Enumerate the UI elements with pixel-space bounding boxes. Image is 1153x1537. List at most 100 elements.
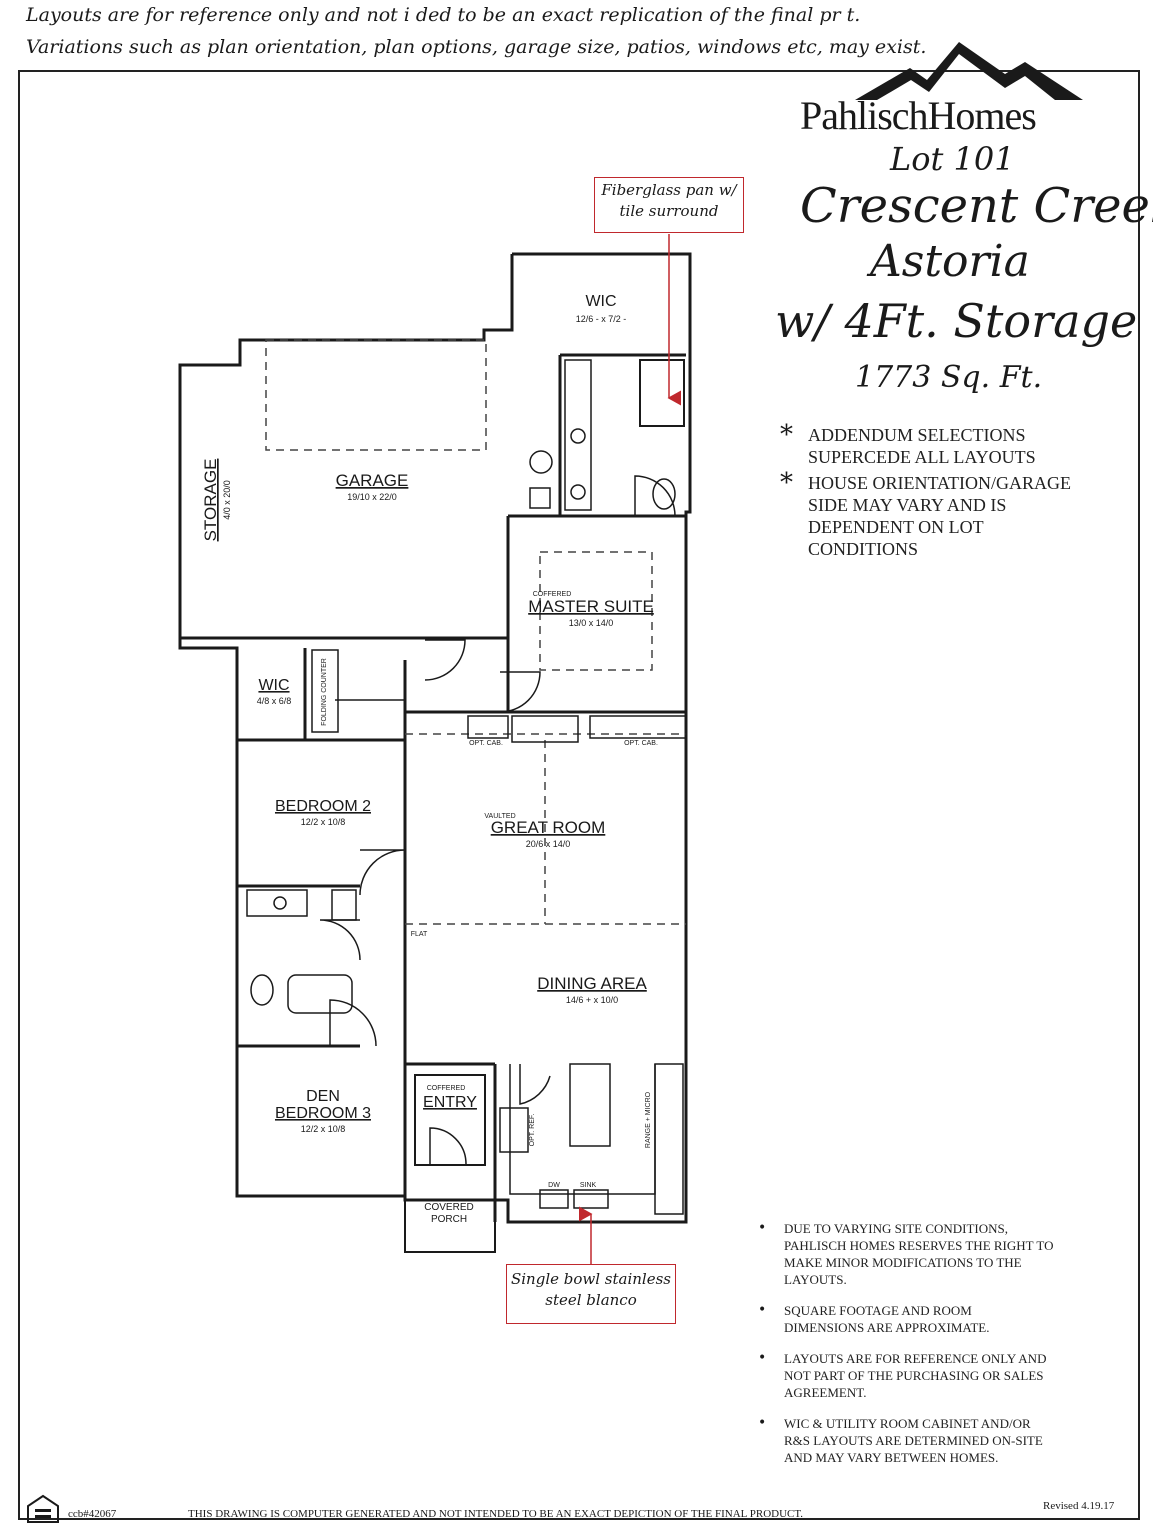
footer-note-line: AND MAY VARY BETWEEN HOMES. [784, 1450, 999, 1465]
footer-note-line: NOT PART OF THE PURCHASING OR SALES [784, 1368, 1044, 1383]
wic-master-dims: 12/6 - x 7/2 - [576, 314, 627, 324]
porch-name-2: PORCH [431, 1214, 467, 1225]
asterisk-icon: * [780, 468, 793, 498]
entry-closet [414, 1074, 486, 1166]
footer-note-line: DUE TO VARYING SITE CONDITIONS, [784, 1221, 1009, 1236]
footer-note-line: LAYOUTS ARE FOR REFERENCE ONLY AND [784, 1351, 1047, 1366]
range-label: RANGE + MICRO [645, 1091, 652, 1148]
opt-cab-right: OPT. CAB. [624, 740, 658, 747]
bullet-icon: • [758, 1302, 767, 1318]
range-counter [654, 1063, 684, 1215]
note-line: DEPENDENT ON LOT [808, 517, 984, 537]
footer-note-line: SQUARE FOOTAGE AND ROOM [784, 1303, 972, 1318]
footer-note-line: R&S LAYOUTS ARE DETERMINED ON-SITE [784, 1433, 1043, 1448]
lot-number: Lot 101 [890, 140, 1015, 178]
bullet-icon: • [758, 1415, 767, 1431]
shower-stall [639, 359, 685, 427]
door-swing [499, 671, 541, 713]
master-ceiling-tag: COFFERED [533, 591, 572, 598]
callout-line: Fiberglass pan w/ [601, 181, 737, 199]
dining-dims: 14/6 + x 10/0 [566, 995, 618, 1005]
sink-label: SINK [580, 1182, 597, 1189]
note-line: HOUSE ORIENTATION/GARAGE [808, 473, 1072, 493]
bullet-icon: • [758, 1220, 767, 1236]
fireplace [511, 715, 579, 743]
disclaimer-line-2: Variations such as plan orientation, pla… [26, 36, 927, 58]
bathtub [287, 974, 353, 1014]
asterisk-icon: * [780, 420, 793, 450]
footer-note: • SQUARE FOOTAGE AND ROOM DIMENSIONS ARE… [758, 1302, 1128, 1336]
note-line: SIDE MAY VARY AND IS [808, 495, 1007, 515]
garage-door-track [265, 339, 487, 451]
entry-ceiling-tag: COFFERED [427, 1085, 466, 1092]
door-swing [424, 639, 466, 681]
footer-note-line: MAKE MINOR MODIFICATIONS TO THE [784, 1255, 1022, 1270]
disclaimer-line-1: Layouts are for reference only and not i… [26, 4, 861, 26]
footer-notes: • DUE TO VARYING SITE CONDITIONS, PAHLIS… [758, 1220, 1128, 1466]
bath-vanity [246, 889, 308, 917]
flat-ceiling-label: FLAT [411, 931, 428, 938]
bedroom3-dims: 12/2 x 10/8 [301, 1124, 346, 1134]
den-name: DEN [306, 1088, 340, 1105]
footer-note-line: AGREEMENT. [784, 1385, 867, 1400]
community-name: Crescent Creek [800, 178, 1153, 234]
door-swing [634, 475, 676, 517]
ccb-number: ccb#42067 [68, 1508, 117, 1520]
wic-small-name: WIC [258, 677, 289, 694]
garage-name: GARAGE [336, 471, 409, 490]
callout-line: tile surround [619, 202, 719, 220]
cabinet [467, 715, 509, 739]
door-swing [429, 1127, 467, 1165]
callout-line: steel blanco [545, 1291, 637, 1309]
sink-callout: Single bowl stainless steel blanco [506, 1264, 676, 1324]
callout-line: Single bowl stainless [510, 1270, 671, 1288]
kitchen-island [569, 1063, 611, 1147]
bedroom2-name: BEDROOM 2 [275, 798, 371, 815]
dining-name: DINING AREA [537, 974, 647, 993]
footer-note: • LAYOUTS ARE FOR REFERENCE ONLY AND NOT… [758, 1350, 1128, 1401]
kitchen-sink [573, 1189, 609, 1209]
storage-dims: 4/0 x 20/0 [222, 480, 232, 520]
porch-name-1: COVERED [424, 1202, 473, 1213]
note-item: * HOUSE ORIENTATION/GARAGE SIDE MAY VARY… [780, 468, 1072, 560]
entry-name: ENTRY [423, 1094, 477, 1111]
note-line: SUPERCEDE ALL LAYOUTS [808, 447, 1036, 467]
great-name: GREAT ROOM [491, 818, 606, 837]
wic-small-dims: 4/8 x 6/8 [257, 696, 292, 706]
storage-name: STORAGE [201, 459, 220, 542]
great-ceiling-tag: VAULTED [484, 813, 515, 820]
bedroom3-name: BEDROOM 3 [275, 1105, 371, 1122]
exterior-wall [178, 252, 692, 1224]
opt-cab-left: OPT. CAB. [469, 740, 503, 747]
mountain-logo-icon [855, 42, 1083, 100]
footer-note-line: DIMENSIONS ARE APPROXIMATE. [784, 1320, 990, 1335]
furnace [529, 487, 551, 509]
great-dims: 20/6 x 14/0 [526, 839, 571, 849]
toilet [652, 478, 676, 510]
master-name: MASTER SUITE [528, 597, 654, 616]
water-heater [529, 450, 553, 474]
refrigerator [499, 1107, 529, 1153]
porch-outline [404, 1200, 496, 1253]
folding-counter-label: FOLDING COUNTER [321, 658, 328, 726]
revision-date: Revised 4.19.17 [1043, 1500, 1115, 1512]
note-line: ADDENDUM SELECTIONS [808, 425, 1026, 445]
footer-statement: THIS DRAWING IS COMPUTER GENERATED AND N… [188, 1508, 804, 1520]
bullet-icon: • [758, 1350, 767, 1366]
plan-name: Astoria [870, 236, 1030, 287]
door-swing [519, 1064, 551, 1105]
door-swing [329, 999, 377, 1047]
footer-note-line: LAYOUTS. [784, 1272, 847, 1287]
toilet [250, 974, 274, 1006]
cabinet [589, 715, 687, 739]
wic-master-name: WIC [585, 293, 616, 310]
brand-name: PahlischHomes [800, 93, 1037, 138]
sink-basin [570, 484, 586, 500]
ref-label: OPT. REF. [529, 1114, 536, 1147]
footer-note-line: WIC & UTILITY ROOM CABINET AND/OR [784, 1416, 1031, 1431]
master-dims: 13/0 x 14/0 [569, 618, 614, 628]
note-line: CONDITIONS [808, 539, 918, 559]
plan-option: w/ 4Ft. Storage [775, 294, 1138, 348]
sink-basin [273, 896, 287, 910]
dw-label: DW [548, 1182, 560, 1189]
